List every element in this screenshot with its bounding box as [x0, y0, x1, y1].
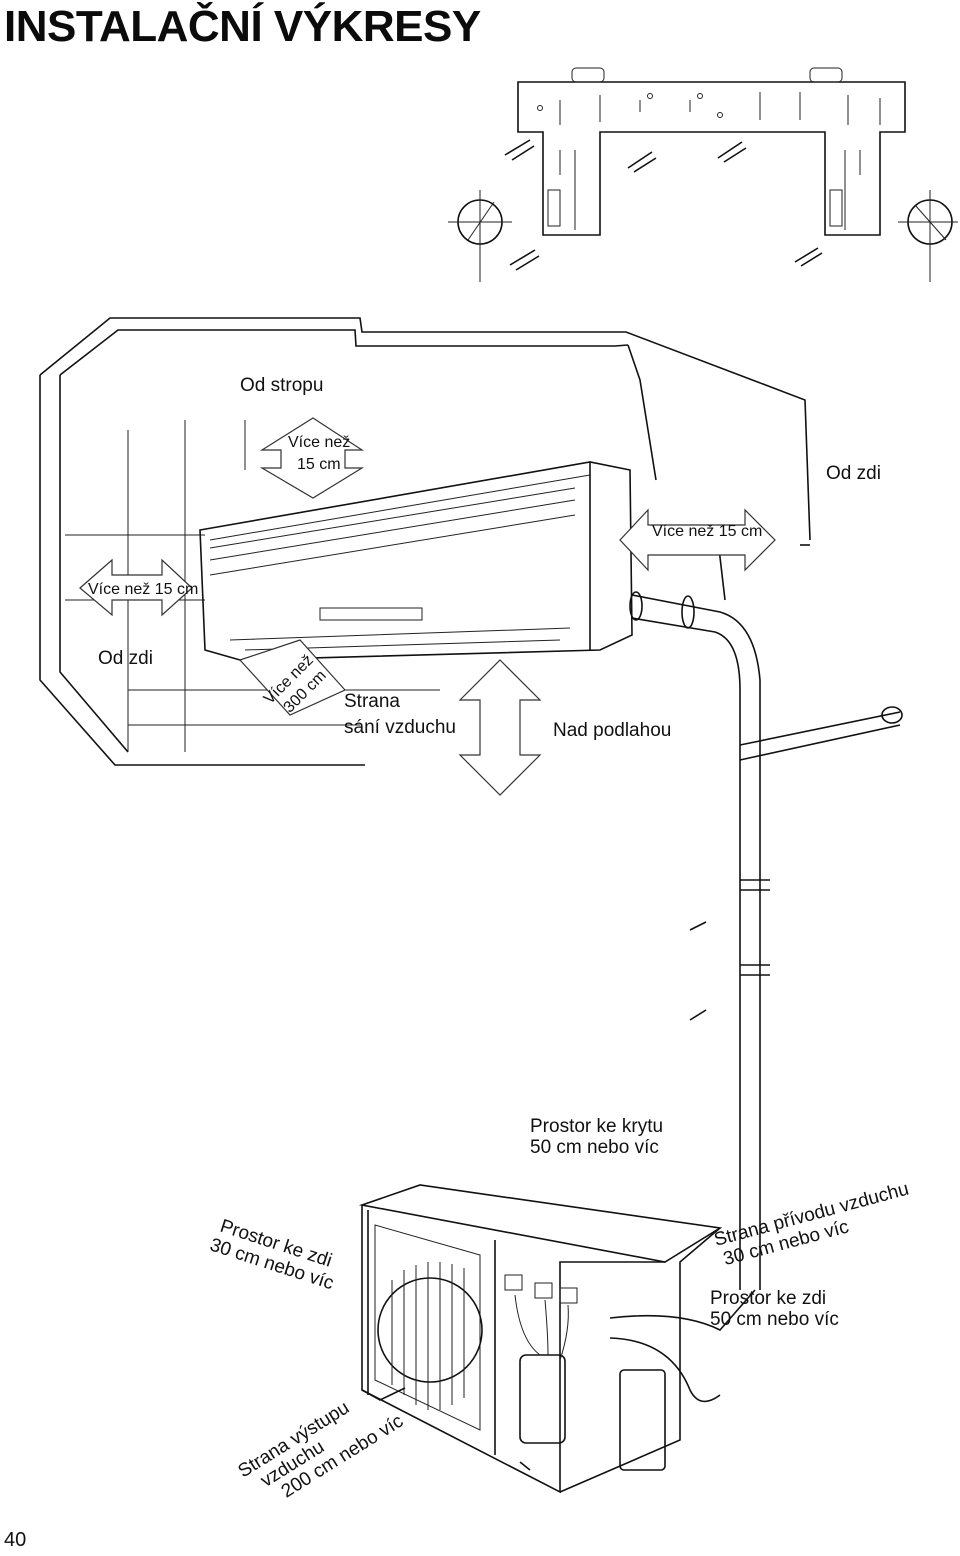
label-intake-2: sání vzduchu	[344, 717, 456, 738]
label-from-ceiling: Od stropu	[240, 375, 323, 396]
label-intake-1: Strana	[344, 691, 400, 712]
label-wall-right-2: 50 cm nebo víc	[710, 1309, 839, 1330]
screw-icon	[504, 139, 823, 1021]
wall-hole-icon	[448, 190, 958, 282]
indoor-unit-icon	[199, 461, 633, 661]
pipe-icon	[629, 591, 903, 1290]
label-cover-space-1: Prostor ke krytu	[530, 1116, 663, 1137]
label-wall-right-1: Prostor ke zdi	[710, 1288, 826, 1309]
mounting-plate-icon	[517, 67, 906, 236]
label-cover-space-2: 50 cm nebo víc	[530, 1137, 659, 1158]
label-left-clearance: Více než 15 cm	[88, 581, 198, 598]
page-title: INSTALAČNÍ VÝKRESY	[4, 2, 481, 51]
label-top-clearance-2: 15 cm	[297, 456, 341, 473]
label-above-floor: Nad podlahou	[553, 720, 671, 741]
label-from-wall-left: Od zdi	[98, 648, 153, 669]
outdoor-unit-icon	[358, 1184, 756, 1494]
clearance-arrow-icon	[79, 417, 776, 796]
label-right-clearance: Více než 15 cm	[652, 523, 762, 540]
label-from-wall-right: Od zdi	[826, 463, 881, 484]
label-top-clearance-1: Více než	[288, 434, 350, 451]
page-number: 40	[4, 1529, 27, 1551]
